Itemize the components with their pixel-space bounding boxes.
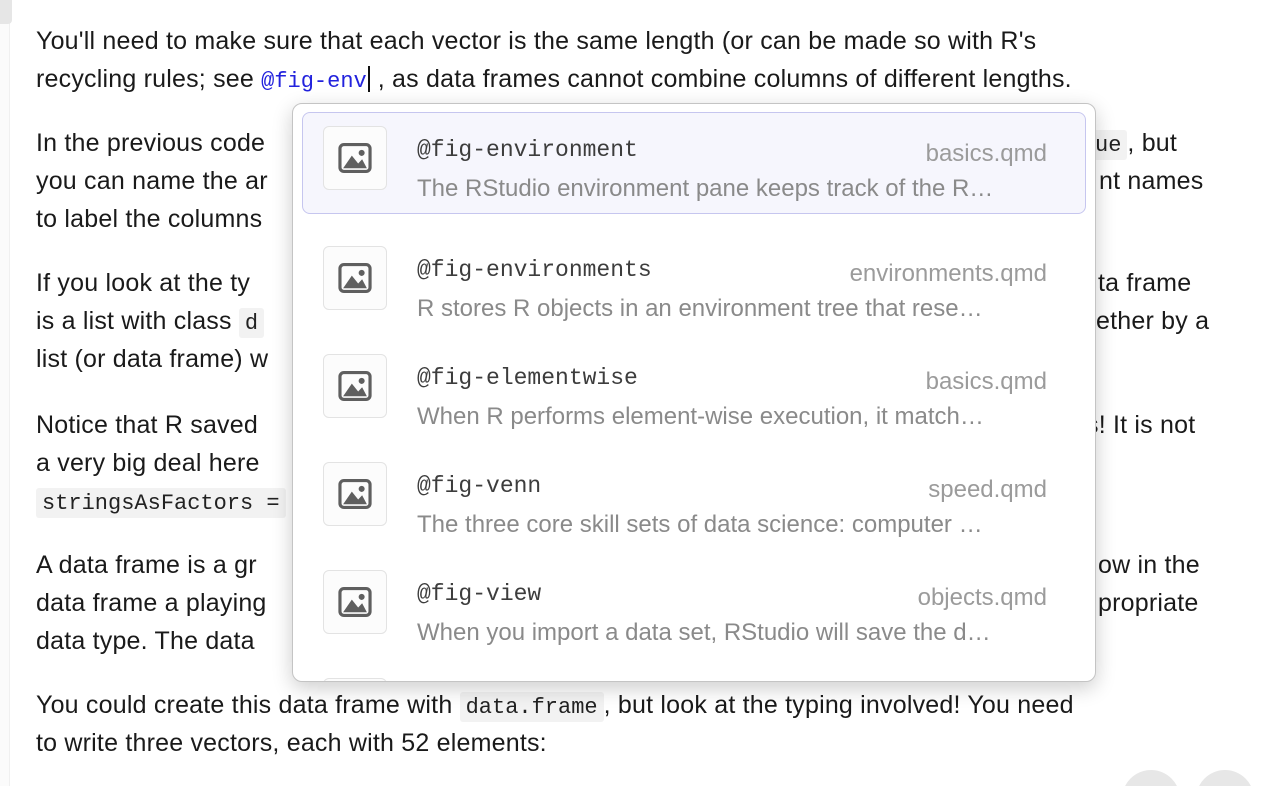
doc-line: a very big deal here: [36, 446, 260, 480]
completion-ref: @fig-elementwise: [417, 365, 638, 391]
completion-ref: @fig-venn: [417, 473, 542, 499]
doc-text: A data frame is a gr: [36, 551, 257, 579]
doc-text: nt names: [1099, 167, 1204, 195]
completion-item-partial[interactable]: @fig-: [302, 664, 1086, 681]
completion-desc: R stores R objects in an environment tre…: [417, 295, 983, 322]
completion-desc: The three core skill sets of data scienc…: [417, 511, 983, 538]
doc-line: is a list with class d: [36, 304, 265, 341]
doc-line: You could create this data frame with da…: [36, 688, 1074, 725]
doc-text: you can name the ar: [36, 167, 268, 195]
doc-text: a very big deal here: [36, 449, 260, 477]
doc-text: to label the columns: [36, 205, 263, 233]
doc-text: , as data frames cannot combine columns …: [377, 65, 1072, 93]
completion-file: basics.qmd: [925, 140, 1047, 167]
inline-code: d: [238, 308, 265, 338]
completion-item-fig-view[interactable]: @fig-view objects.qmd When you import a …: [302, 556, 1086, 658]
doc-text: ta frame: [1098, 269, 1192, 297]
doc-line: to write three vectors, each with 52 ele…: [36, 726, 547, 760]
completion-item-fig-venn[interactable]: @fig-venn speed.qmd The three core skill…: [302, 448, 1086, 550]
doc-line: You'll need to make sure that each vecto…: [36, 24, 1036, 58]
image-icon: [323, 246, 387, 310]
completion-file: speed.qmd: [928, 476, 1047, 503]
completion-file: objects.qmd: [917, 584, 1047, 611]
completion-desc: The RStudio environment pane keeps track…: [417, 175, 994, 202]
doc-text: propriate: [1098, 589, 1199, 617]
doc-text: You could create this data frame with: [36, 691, 460, 719]
completion-ref: @fig-environment: [417, 137, 638, 163]
doc-line: list (or data frame) w: [36, 342, 268, 376]
inline-code: stringsAsFactors =: [36, 488, 286, 518]
doc-text: list (or data frame) w: [36, 345, 269, 373]
doc-text: If you look at the ty: [36, 269, 251, 297]
doc-text: You'll need to make sure that each vecto…: [36, 27, 1037, 55]
doc-text: , but look at the typing involved! You n…: [603, 691, 1074, 719]
completion-file: basics.qmd: [925, 368, 1047, 395]
doc-text: , but: [1127, 129, 1178, 157]
text-caret: [367, 66, 370, 92]
doc-text: s! It is not: [1086, 411, 1196, 439]
doc-line-fragment: ue, but: [1089, 126, 1177, 163]
crossref-token[interactable]: @fig-env: [261, 69, 367, 94]
doc-line: recycling rules; see @fig-env , as data f…: [36, 62, 1072, 99]
page-prev-button[interactable]: [1122, 770, 1180, 786]
doc-text: is a list with class: [36, 307, 239, 335]
doc-text: ow in the: [1098, 551, 1200, 579]
doc-line: A data frame is a gr: [36, 548, 257, 582]
doc-line-fragment: ether by a: [1096, 304, 1209, 338]
doc-line-fragment: nt names: [1099, 164, 1203, 198]
doc-text: Notice that R saved: [36, 411, 258, 439]
doc-text: In the previous code: [36, 129, 266, 157]
doc-text: recycling rules; see: [36, 65, 262, 93]
doc-line: you can name the ar: [36, 164, 268, 198]
doc-line: In the previous code: [36, 126, 265, 160]
image-icon: [323, 462, 387, 526]
left-gutter: [0, 0, 10, 786]
gutter-corner: [0, 0, 12, 24]
doc-line: If you look at the ty: [36, 266, 250, 300]
image-icon: [323, 678, 387, 681]
doc-line: data type. The data: [36, 624, 255, 658]
doc-text: ether by a: [1096, 307, 1210, 335]
doc-line-fragment: propriate: [1098, 586, 1198, 620]
completion-ref: @fig-view: [417, 581, 542, 607]
inline-code: data.frame: [459, 692, 604, 722]
image-icon: [323, 570, 387, 634]
doc-line: data frame a playing: [36, 586, 267, 620]
completion-item-fig-environment[interactable]: @fig-environment basics.qmd The RStudio …: [302, 112, 1086, 214]
doc-text: data type. The data: [36, 627, 255, 655]
doc-line-fragment: ta frame: [1098, 266, 1191, 300]
completion-desc: When R performs element-wise execution, …: [417, 403, 984, 430]
page-next-button[interactable]: [1196, 770, 1254, 786]
completion-desc: When you import a data set, RStudio will…: [417, 619, 991, 646]
doc-text: data frame a playing: [36, 589, 267, 617]
doc-line: stringsAsFactors =: [36, 484, 286, 521]
doc-line: to label the columns: [36, 202, 262, 236]
doc-text: to write three vectors, each with 52 ele…: [36, 729, 547, 757]
completion-file: environments.qmd: [849, 260, 1047, 287]
crossref-autocomplete-popup: @fig-environment basics.qmd The RStudio …: [292, 103, 1096, 682]
completion-item-fig-environments[interactable]: @fig-environments environments.qmd R sto…: [302, 232, 1086, 334]
doc-line-fragment: s! It is not: [1086, 408, 1195, 442]
completion-ref: @fig-environments: [417, 257, 652, 283]
image-icon: [323, 126, 387, 190]
image-icon: [323, 354, 387, 418]
completion-item-fig-elementwise[interactable]: @fig-elementwise basics.qmd When R perfo…: [302, 340, 1086, 442]
doc-line: Notice that R saved: [36, 408, 258, 442]
doc-line-fragment: ow in the: [1098, 548, 1200, 582]
